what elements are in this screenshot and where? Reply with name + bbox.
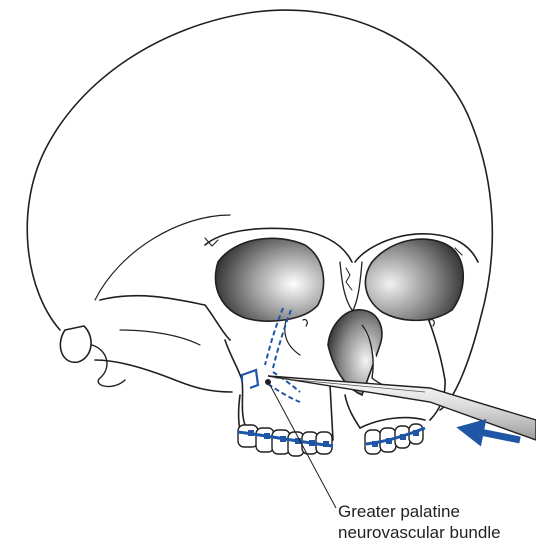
right-teeth-with-brace <box>365 424 425 454</box>
maxilla-left <box>225 340 245 425</box>
osteotomy-cut-lines <box>265 308 300 402</box>
osteotomy-step-cut <box>242 370 258 388</box>
temporal-line <box>95 215 230 300</box>
right-orbit <box>365 239 463 320</box>
annotation-label-line-1: Greater palatine <box>338 502 460 522</box>
nasal-bones <box>340 262 362 312</box>
mastoid-process <box>60 326 91 362</box>
annotation-label-line-2: neurovascular bundle <box>338 523 501 543</box>
left-teeth-with-brace <box>238 425 333 456</box>
neurovascular-bundle-marker <box>265 379 271 385</box>
left-orbit <box>216 238 324 321</box>
cranium-outline <box>27 10 492 410</box>
